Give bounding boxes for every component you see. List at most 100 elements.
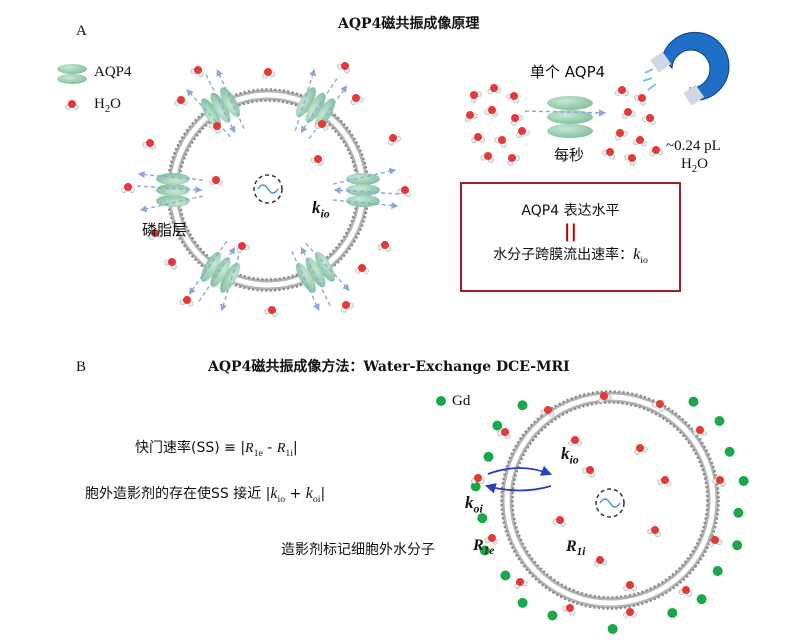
single-aqp4-label: 单个 AQP4 [530, 63, 606, 81]
water-molecule [341, 301, 354, 313]
panel-b-letter: B [76, 359, 87, 375]
contrast-agent-statement: 胞外造影剂的存在使SS 接近 |kio + koi| [85, 485, 326, 505]
water-molecule [623, 581, 637, 591]
water-legend-icon [65, 100, 79, 110]
volume-label: ~0.24 pL [666, 138, 721, 154]
water-molecule [484, 534, 499, 545]
water-molecule [708, 536, 723, 547]
gd-dot [732, 540, 743, 551]
water-molecule [516, 127, 530, 138]
exchange-arrows [484, 465, 553, 494]
box-equals-sign: || [563, 221, 578, 242]
water-molecule [621, 108, 636, 119]
water-molecule [209, 122, 221, 134]
water-molecule [142, 139, 156, 150]
cell-a-water-molecules [121, 62, 411, 318]
gd-dot [712, 566, 723, 577]
water-molecule [624, 154, 636, 166]
water-molecule [487, 84, 502, 95]
cell-b-membrane [500, 390, 720, 610]
water-molecule [693, 426, 707, 436]
aqp4-channel [186, 69, 245, 138]
water-molecule [634, 444, 648, 456]
gd-dot [738, 475, 749, 486]
water-molecule [540, 406, 555, 417]
water-molecule [632, 136, 647, 147]
gd-dot [696, 594, 707, 605]
extracellular-label: 造影剂标记细胞外水分子 [281, 542, 435, 558]
water-molecule [514, 578, 528, 590]
water-molecule [647, 526, 661, 538]
water-molecule [190, 66, 204, 78]
water-molecule [598, 392, 612, 404]
water-molecule [634, 94, 647, 106]
r1e-label: R1e [473, 537, 495, 558]
gd-dot [470, 481, 481, 492]
water-molecule [471, 474, 485, 484]
gd-dot [667, 607, 678, 618]
water-molecule [264, 306, 278, 318]
water-molecule [615, 86, 629, 96]
single-aqp4-water-molecules [464, 84, 664, 166]
water-molecule [121, 183, 135, 193]
water-molecule [236, 242, 250, 254]
gd-dot [724, 446, 735, 457]
kio-label-a: kio [312, 198, 330, 221]
water-molecule [642, 114, 656, 126]
aqp4-expression-box: AQP4 表达水平 || 水分子跨膜流出速率：kio [460, 182, 681, 292]
water-molecule [65, 100, 79, 110]
water-molecule [179, 296, 194, 307]
box-expression-level: AQP4 表达水平 [521, 203, 620, 219]
legend-aqp4-label: AQP4 [94, 64, 132, 80]
water-molecule [337, 62, 350, 74]
aqp4-channel [136, 171, 204, 213]
water-molecule [649, 146, 664, 157]
gd-legend-icon [436, 396, 446, 406]
water-molecule [484, 106, 499, 117]
water-molecule [209, 176, 223, 186]
water-molecule [678, 586, 692, 597]
water-molecule [506, 92, 519, 104]
cell-b-water-molecules [471, 392, 726, 618]
water-molecule [582, 466, 595, 478]
gd-dot [607, 623, 618, 634]
gd-dot [492, 420, 503, 431]
water-molecule [497, 428, 511, 440]
water-molecule [261, 68, 276, 79]
panel-a-title: AQP4磁共振成像原理 [338, 16, 480, 32]
membrane-label: 磷脂层 [142, 221, 188, 239]
water-molecule [314, 120, 329, 131]
panel-b-title: AQP4磁共振成像方法：Water-Exchange DCE-MRI [208, 359, 570, 375]
gd-dot [714, 416, 725, 427]
water-molecule [552, 516, 566, 527]
koi-label-b: koi [465, 493, 483, 516]
aqp4-channel [332, 167, 400, 209]
aqp4-channel [291, 242, 350, 311]
gd-contrast-agent-dots [470, 396, 749, 634]
legend-gd-label: Gd [452, 393, 471, 409]
water-molecule [164, 258, 177, 270]
kio-label-b: kio [561, 444, 579, 467]
water-molecule [507, 154, 520, 166]
water-molecule [568, 436, 582, 446]
cell-a-nucleus [253, 174, 283, 204]
water-molecule [623, 608, 637, 618]
water-molecule [377, 241, 392, 252]
gd-dot [547, 610, 558, 621]
water-molecule [562, 604, 575, 616]
water-molecule [615, 129, 628, 141]
water-molecule [494, 136, 507, 148]
water-molecule [174, 96, 188, 106]
aqp4-channel [188, 240, 242, 312]
single-aqp4-channel [524, 96, 607, 138]
water-molecule [712, 476, 726, 488]
gd-dot [483, 451, 494, 462]
water-molecule [470, 91, 482, 103]
volume-h2o-label: H2O [681, 156, 708, 175]
water-molecule [657, 476, 672, 487]
gd-dot [688, 396, 699, 407]
water-molecule [355, 264, 369, 274]
magnet-icon [642, 31, 730, 106]
gd-dot [479, 545, 490, 556]
aqp4-legend-icon [57, 64, 87, 84]
